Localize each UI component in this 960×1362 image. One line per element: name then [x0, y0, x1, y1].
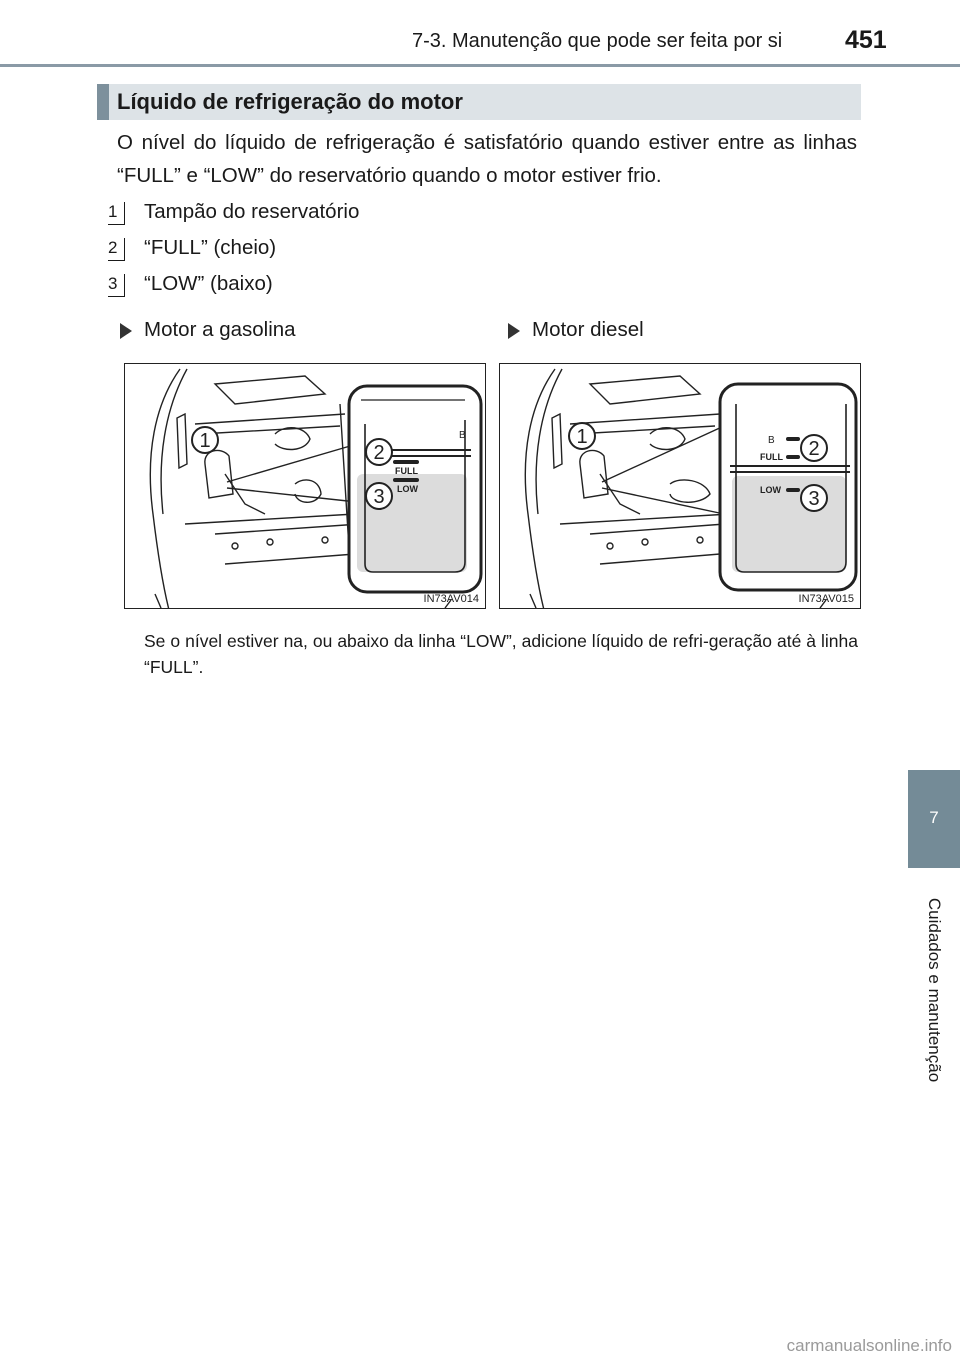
figure-code: IN73AV014	[423, 593, 479, 605]
item-text: “LOW” (baixo)	[144, 272, 273, 295]
callout-2-circle	[800, 434, 828, 462]
b-mark-label: B	[768, 435, 775, 446]
b-mark-label: B	[459, 430, 466, 441]
chapter-tab-number: 7	[929, 808, 939, 827]
engine-bay-illustration: B FULL LOW 1 2 3	[524, 368, 858, 608]
callout-1: 1	[199, 430, 210, 452]
subheading-text: Motor a gasolina	[144, 318, 296, 341]
item-number-badge: 2	[108, 238, 125, 261]
figure-diesel-engine: B FULL LOW 1 2 3 IN73AV015	[499, 363, 861, 609]
figure-code: IN73AV015	[798, 593, 854, 605]
callout-3: 3	[373, 486, 384, 508]
callout-2: 2	[373, 442, 384, 464]
header-divider	[0, 64, 960, 67]
section-heading: Líquido de refrigeração do motor	[97, 84, 861, 120]
callout-3-circle	[800, 484, 828, 512]
callout-1-circle	[568, 422, 596, 450]
chapter-tab-label-text: Cuidados e manutenção	[925, 897, 944, 1083]
callout-2-circle	[365, 438, 393, 466]
triangle-bullet-icon	[508, 323, 520, 339]
item-number-badge: 1	[108, 202, 125, 225]
item-text: Tampão do reservatório	[144, 200, 360, 223]
callout-1-circle	[191, 426, 219, 454]
full-mark-label: FULL	[395, 466, 418, 476]
low-mark-label: LOW	[397, 484, 418, 494]
triangle-bullet-icon	[120, 323, 132, 339]
callout-2: 2	[808, 438, 819, 460]
low-mark-label: LOW	[760, 485, 781, 495]
refill-note: Se o nível estiver na, ou abaixo da linh…	[144, 631, 858, 677]
callout-3-circle	[365, 482, 393, 510]
full-mark-label: FULL	[760, 452, 783, 462]
callout-3: 3	[808, 488, 819, 510]
chapter-tab: 7	[908, 770, 960, 868]
item-text: “FULL” (cheio)	[144, 236, 277, 259]
page-number: 451	[845, 26, 887, 54]
header-section-title: 7-3. Manutenção que pode ser feita por s…	[412, 30, 783, 52]
item-number-badge: 3	[108, 274, 125, 297]
subheading-text: Motor diesel	[532, 318, 644, 341]
section-paragraph: O nível do líquido de refrigeração é sat…	[117, 131, 857, 187]
engine-bay-illustration: FULL LOW B 1 2 3	[149, 368, 483, 608]
section-title: Líquido de refrigeração do motor	[117, 89, 463, 114]
figure-gasoline-engine: FULL LOW B 1 2 3 IN73AV014	[124, 363, 486, 609]
callout-1: 1	[576, 426, 587, 448]
watermark: carmanualsonline.info	[786, 1336, 952, 1355]
